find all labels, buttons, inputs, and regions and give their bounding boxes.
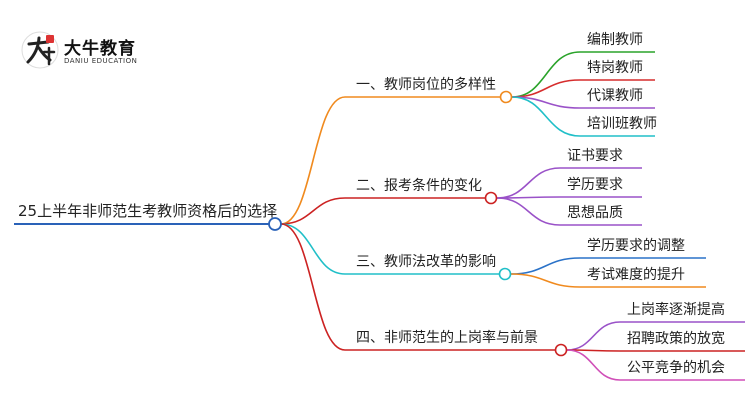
logo-name: 大牛教育 [64,39,136,59]
branch-connector-3 [280,223,346,275]
leaf-connector-1-1 [511,51,581,98]
leaf-label-3-1: 学历要求的调整 [587,238,685,254]
leaf-connector-4-1 [566,321,621,351]
branch-label-1: 一、教师岗位的多样性 [356,77,496,93]
branch-label-3: 三、教师法改革的影响 [356,254,496,270]
leaf-label-3-2: 考试难度的提升 [587,267,685,283]
branch-label-4: 四、非师范生的上岗率与前景 [356,330,538,346]
leaf-connector-2-3 [496,197,561,226]
leaf-connector-3-1 [510,257,581,275]
leaf-connector-4-3 [566,349,621,381]
daniu-logo-icon [21,31,59,69]
logo: 大牛教育 DANIU EDUCATION [20,28,150,74]
leaf-label-1-4: 培训班教师 [587,116,657,132]
leaf-connector-3-2 [510,273,581,288]
leaf-connector-2-1 [496,167,561,199]
leaf-label-1-3: 代课教师 [587,88,643,104]
branch-node-2 [484,191,498,205]
branch-connector-4 [280,223,346,351]
branch-connector-1 [280,96,346,225]
leaf-label-4-1: 上岗率逐渐提高 [627,302,725,318]
leaf-label-4-2: 招聘政策的放宽 [627,331,725,347]
logo-subtitle: DANIU EDUCATION [64,57,138,65]
branch-node-4 [554,343,568,357]
leaf-label-2-1: 证书要求 [567,148,623,164]
root-node [268,217,282,231]
leaf-label-4-3: 公平竞争的机会 [627,360,725,376]
leaf-connector-1-4 [511,96,581,137]
leaf-label-1-1: 编制教师 [587,32,643,48]
branch-node-1 [499,90,513,104]
branch-connector-2 [280,197,346,225]
branch-label-2: 二、报考条件的变化 [356,178,482,194]
leaf-label-2-3: 思想品质 [567,205,623,221]
leaf-connector-1-2 [511,79,581,98]
leaf-label-1-2: 特岗教师 [587,60,643,76]
root-label: 25上半年非师范生考教师资格后的选择 [18,202,278,220]
leaf-label-2-2: 学历要求 [567,177,623,193]
branch-node-3 [498,267,512,281]
